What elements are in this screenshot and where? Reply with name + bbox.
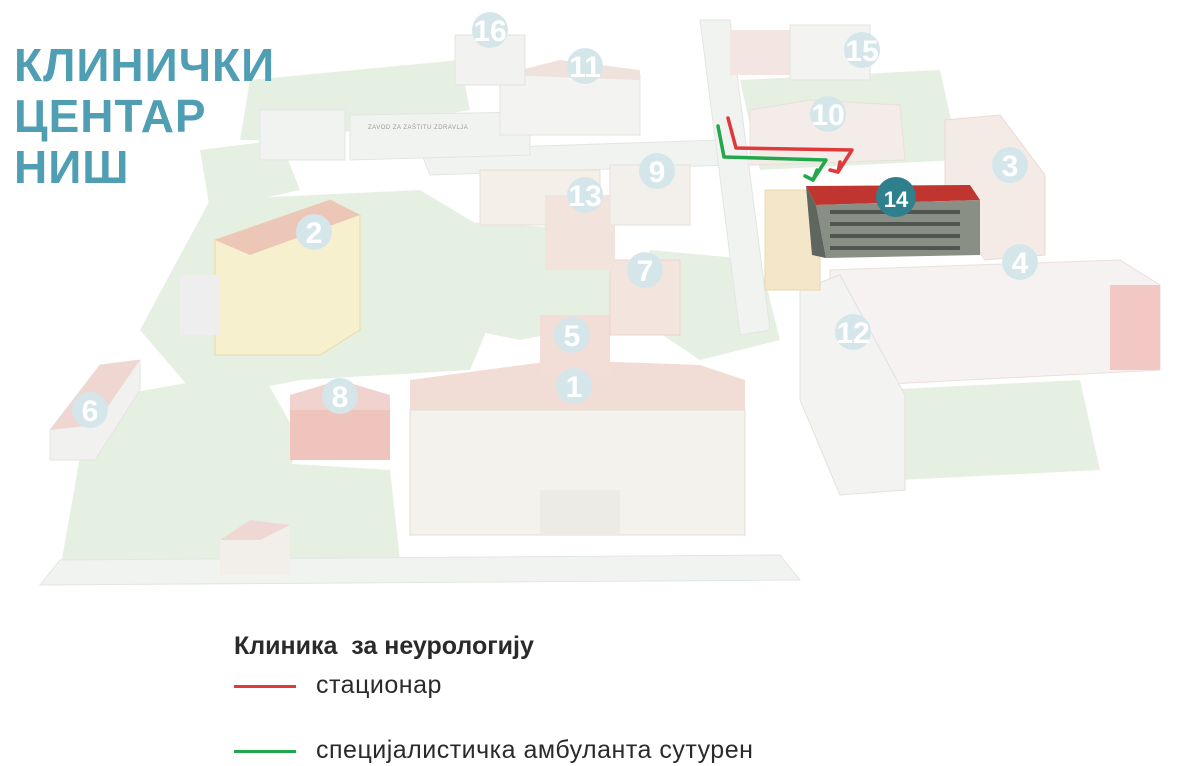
marker-10 [810,96,846,132]
route-arrows [716,116,854,182]
label-13: 13 [568,180,601,213]
marker-3 [992,147,1028,183]
marker-14 [876,177,916,217]
label-14: 14 [884,187,909,212]
legend-swatch-green [234,750,296,753]
building-7 [609,259,681,336]
marker-11 [567,48,603,84]
building-12 [799,274,906,496]
label-7: 7 [637,255,654,288]
building-labels: 16 11 15 10 3 9 13 2 4 7 12 5 1 8 6 [82,15,1029,428]
marker-12 [835,314,871,350]
title-line-1: КЛИНИЧКИ [14,39,276,91]
label-4: 4 [1012,247,1029,280]
label-16: 16 [473,15,506,48]
route-red [726,116,854,174]
legend-label-outpatient: специјалистичка амбуланта сутурен [316,736,754,764]
label-1: 1 [566,371,583,404]
marker-7 [627,252,663,288]
label-9: 9 [649,156,666,189]
label-3: 3 [1002,150,1019,183]
label-15: 15 [845,35,878,68]
label-11: 11 [569,51,601,84]
marker-9 [639,153,675,189]
building-markers [72,12,1038,428]
marker-16 [472,12,508,48]
label-10: 10 [811,99,844,132]
legend-swatch-red [234,685,296,688]
marker-8 [322,378,358,414]
building-small-south [220,520,290,575]
building-14-highlighted[interactable]: 14 [806,177,980,258]
title-line-3: НИШ [14,141,130,193]
label-8: 8 [332,381,349,414]
legend-title: Клиника за неурологију [234,632,534,660]
marker-1 [556,368,592,404]
marker-5 [554,317,590,353]
building-8 [290,380,390,460]
marker-15 [844,32,880,68]
route-green [716,124,828,182]
marker-2 [296,214,332,250]
marker-13 [567,177,603,213]
street-sign: ZAVOD ZA ZAŠTITU ZDRAVLJA [368,124,468,131]
label-6: 6 [82,395,99,428]
label-12: 12 [836,317,869,350]
title-line-2: ЦЕНТАР [14,90,207,142]
marker-6 [72,392,108,428]
building-4 [829,259,1161,386]
label-5: 5 [564,320,581,353]
building-1 [409,315,746,536]
legend-label-inpatient: стационар [316,671,442,699]
campus-map: 14 16 11 15 10 3 9 13 2 4 7 12 [38,12,1161,586]
marker-4 [1002,244,1038,280]
label-2: 2 [306,217,323,250]
